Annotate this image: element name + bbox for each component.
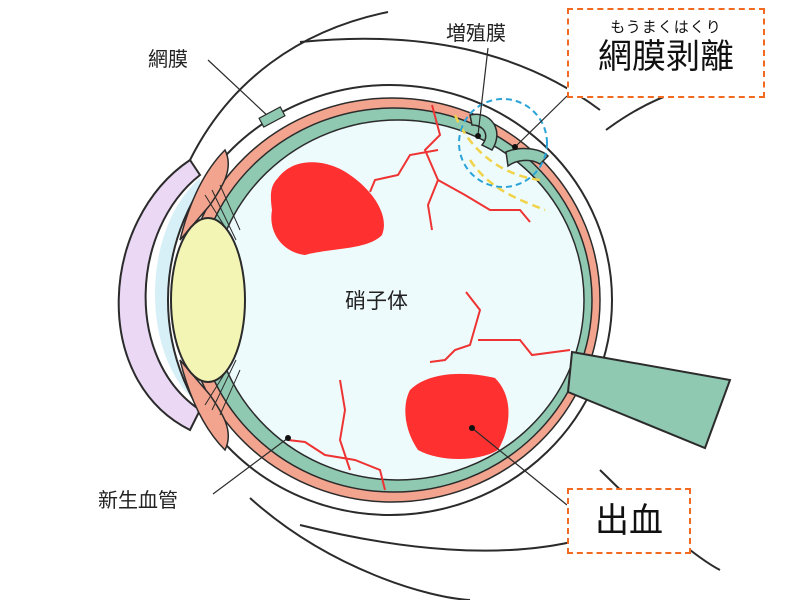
upper-eyelid-line [189, 11, 389, 161]
label-vitreous: 硝子体 [345, 289, 408, 313]
detachment-highlight-circle [458, 98, 548, 188]
iris-upper [179, 148, 230, 241]
label-retina: 網膜 [148, 47, 188, 71]
hemorrhage-lower [405, 373, 509, 459]
retina-marker [258, 106, 286, 128]
neovascularization-leader [212, 437, 289, 495]
lower-eyelid-line [299, 524, 581, 552]
detachment-leader-line [514, 95, 568, 148]
hemorrhage-callout: 出血 [567, 488, 691, 554]
retinal-detachment-callout: もうまくはくり 網膜剥離 [567, 8, 765, 98]
hemorrhage-upper [270, 162, 384, 255]
hemorrhage-leader-line [471, 427, 568, 506]
label-neovascularization: 新生血管 [98, 488, 178, 512]
optic-nerve [566, 350, 732, 450]
proliferative-membrane-leader [477, 47, 489, 136]
detachment-leader-dot [512, 144, 518, 150]
lens [170, 217, 246, 383]
neovascularization-dot [285, 435, 291, 441]
detachment-outline [453, 114, 541, 182]
new-blood-vessels [287, 104, 571, 491]
retinal-detachment-reading: もうまくはくり [610, 18, 722, 36]
hemorrhage-title: 出血 [595, 501, 663, 541]
label-proliferative-membrane: 増殖膜 [446, 21, 506, 45]
detachment-outline-2 [468, 159, 546, 212]
retina-leader-line [207, 59, 271, 119]
lower-eyelid-outer-line [249, 497, 471, 600]
retinal-detachment-title: 網膜剥離 [598, 37, 734, 77]
hemorrhage-dot [469, 425, 475, 431]
proliferative-membrane-dot [475, 133, 481, 139]
cornea [117, 158, 202, 432]
iris-lower [179, 359, 230, 452]
retinal-tear-flap-lower [505, 147, 550, 168]
